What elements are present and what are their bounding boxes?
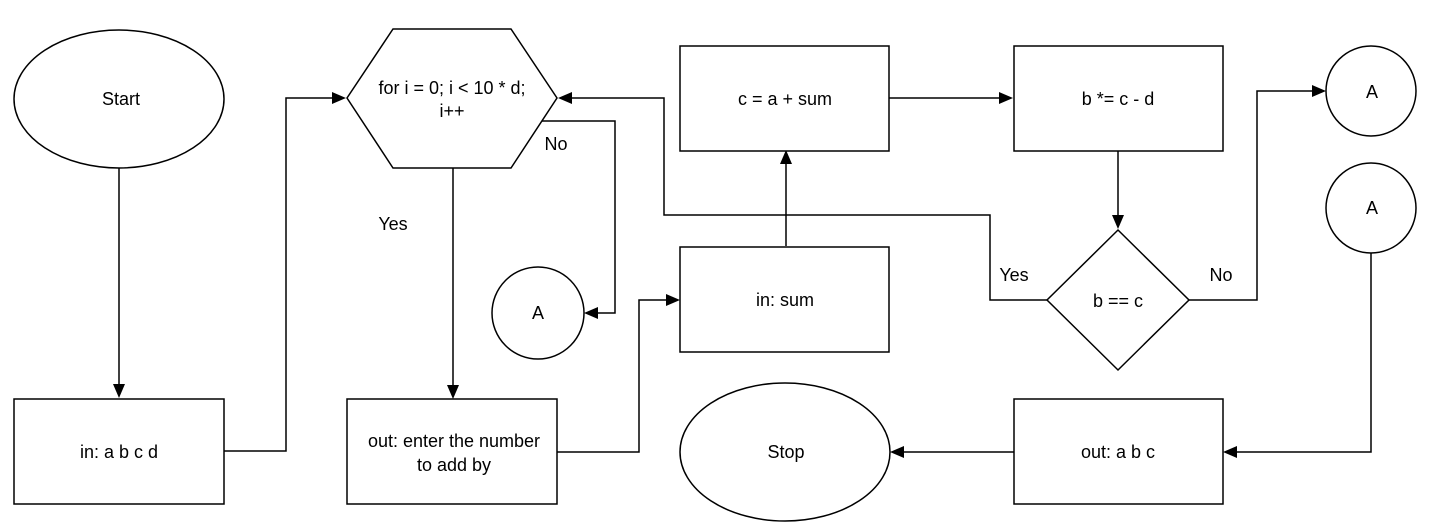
- arrowhead: [666, 294, 680, 306]
- calc-c-box: c = a + sum: [679, 45, 890, 152]
- arrowhead: [558, 92, 572, 104]
- input-abcd-label: in: a b c d: [80, 442, 158, 462]
- calc-c-label: c = a + sum: [738, 89, 832, 109]
- calc-b-label: b *= c - d: [1082, 89, 1155, 109]
- edge-decision-yes-to-loop: [572, 97, 1047, 301]
- loop-no-label: No: [544, 134, 567, 154]
- connector-a-mid-label: A: [1366, 198, 1378, 218]
- loop-yes-label: Yes: [378, 214, 407, 234]
- output-abc-label: out: a b c: [1081, 442, 1155, 462]
- input-abcd-box: in: a b c d: [13, 398, 225, 505]
- decision-no-label: No: [1209, 265, 1232, 285]
- arrowhead: [999, 92, 1013, 104]
- arrowhead: [890, 446, 904, 458]
- edge-connector-to-output: [1237, 253, 1372, 453]
- prompt-output-label-line2: to add by: [417, 455, 491, 475]
- edge-input-to-loop: [224, 97, 333, 452]
- connector-a-left-label: A: [532, 303, 544, 323]
- arrowhead: [113, 384, 125, 398]
- connector-a-top-label: A: [1366, 82, 1378, 102]
- arrowhead: [584, 307, 598, 319]
- input-sum-label: in: sum: [756, 290, 814, 310]
- output-abc-box: out: a b c: [1013, 398, 1224, 505]
- prompt-output-label-line1: out: enter the number: [368, 431, 540, 451]
- connector-a-top: A: [1325, 45, 1417, 137]
- stop-label: Stop: [767, 442, 804, 462]
- decision-diamond: b == c: [1045, 228, 1191, 372]
- for-loop-hexagon: for i = 0; i < 10 * d; i++: [346, 28, 558, 169]
- for-loop-label-line1: for i = 0; i < 10 * d;: [378, 78, 525, 98]
- edge-decision-no-to-connector: [1189, 90, 1312, 301]
- decision-label: b == c: [1093, 291, 1143, 311]
- for-loop-label-line2: i++: [439, 101, 464, 121]
- prompt-output-box: out: enter the number to add by: [346, 398, 558, 505]
- edge-prompt-to-input-sum: [557, 299, 667, 453]
- start-label: Start: [102, 89, 140, 109]
- arrowhead: [447, 385, 459, 399]
- stop-terminal: Stop: [679, 382, 891, 522]
- edge-loop-no-to-connector: [532, 120, 616, 314]
- calc-b-box: b *= c - d: [1013, 45, 1224, 152]
- arrowhead: [1223, 446, 1237, 458]
- arrowhead: [332, 92, 346, 104]
- arrowhead: [1312, 85, 1326, 97]
- decision-yes-label: Yes: [999, 265, 1028, 285]
- arrowhead: [1112, 215, 1124, 229]
- connector-a-left: A: [491, 266, 585, 360]
- arrowhead: [780, 150, 792, 164]
- input-sum-box: in: sum: [679, 246, 890, 353]
- connector-a-mid: A: [1325, 162, 1417, 254]
- start-terminal: Start: [13, 29, 225, 169]
